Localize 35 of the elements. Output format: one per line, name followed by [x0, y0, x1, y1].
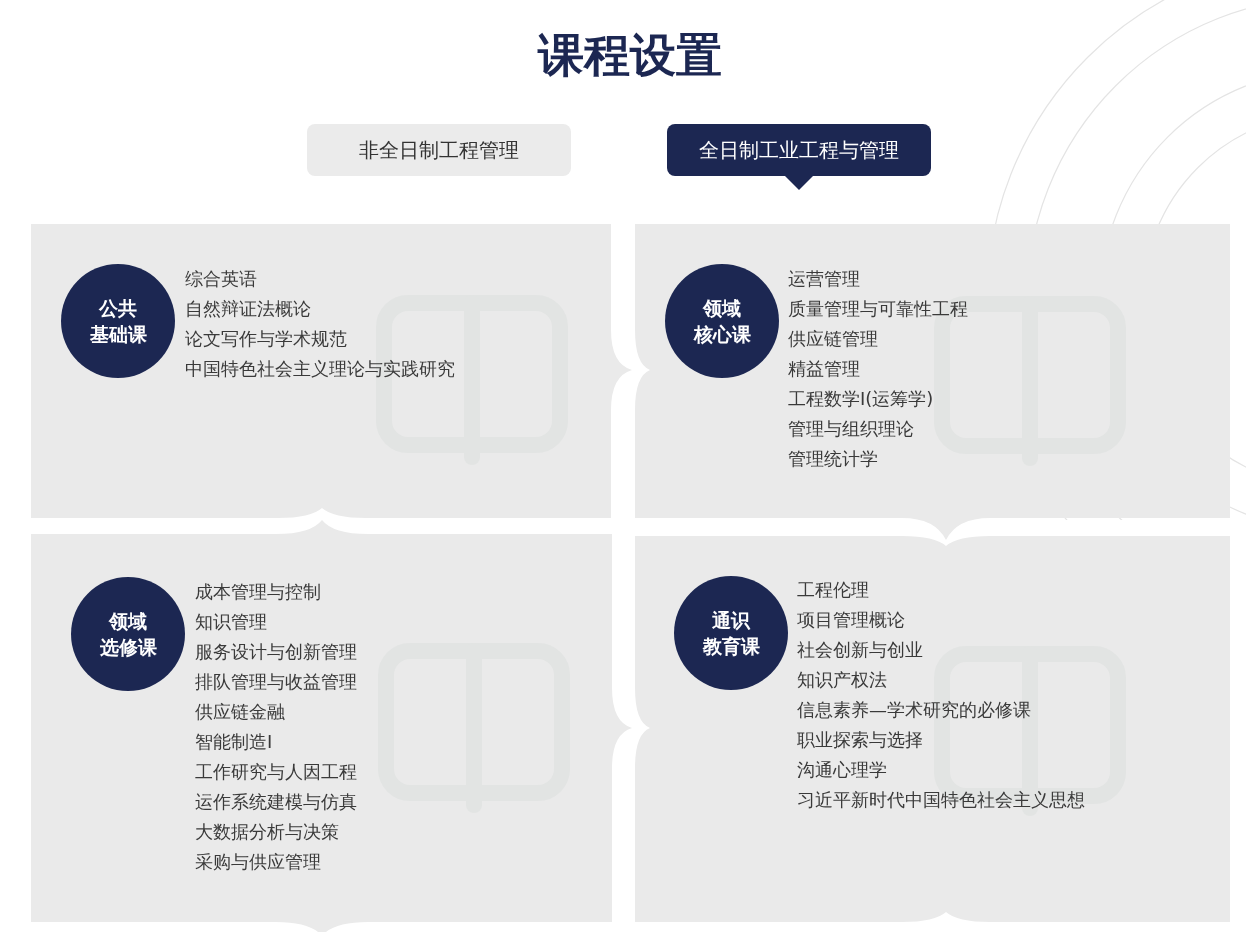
course-name: 中国特色社会主义理论与实践研究: [185, 358, 455, 380]
course-name: 社会创新与创业: [797, 639, 923, 661]
course-name: 服务设计与创新管理: [195, 641, 357, 663]
course-name: 工作研究与人因工程: [195, 761, 357, 783]
course-name: 质量管理与可靠性工程: [788, 298, 968, 320]
course-name: 成本管理与控制: [195, 581, 321, 603]
course-name: 综合英语: [185, 268, 257, 290]
page-title: 课程设置: [538, 28, 722, 82]
course-name: 运营管理: [788, 268, 860, 290]
course-name: 习近平新时代中国特色社会主义思想: [797, 789, 1085, 811]
course-name: 排队管理与收益管理: [195, 671, 357, 693]
course-name: 供应链金融: [195, 701, 285, 723]
course-panel: [635, 224, 1230, 540]
course-name: 工程伦理: [797, 579, 869, 601]
course-name: 知识管理: [195, 611, 267, 633]
course-name: 沟通心理学: [797, 759, 887, 781]
course-panel: [31, 224, 632, 518]
course-name: 知识产权法: [797, 669, 887, 691]
course-name: 管理与组织理论: [788, 418, 914, 440]
course-panel: [635, 536, 1230, 922]
course-name: 运作系统建模与仿真: [195, 791, 357, 813]
course-name: 论文写作与学术规范: [185, 328, 347, 350]
course-name: 信息素养—学术研究的必修课: [797, 699, 1031, 721]
course-name: 管理统计学: [788, 448, 878, 470]
course-panel: [31, 520, 632, 932]
tab: 非全日制工程管理: [307, 124, 571, 176]
course-name: 采购与供应管理: [195, 851, 321, 873]
course-name: 职业探索与选择: [797, 729, 923, 751]
course-name: 智能制造I: [195, 731, 273, 753]
course-name: 大数据分析与决策: [195, 821, 339, 843]
course-name: 工程数学I(运筹学): [788, 388, 934, 410]
course-name: 供应链管理: [788, 328, 878, 350]
course-name: 自然辩证法概论: [185, 298, 311, 320]
course-name: 精益管理: [788, 358, 860, 380]
course-name: 项目管理概论: [797, 609, 905, 631]
